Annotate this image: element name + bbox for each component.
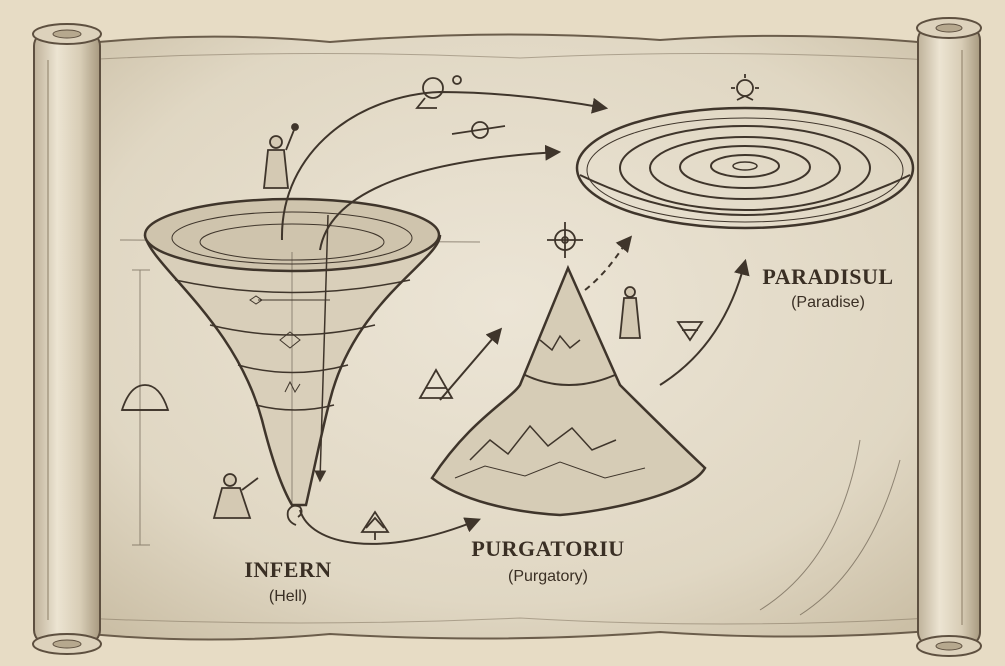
hell-subtitle: (Hell) bbox=[269, 588, 307, 605]
hell-title: INFERN bbox=[244, 557, 331, 582]
right-scroll-roll bbox=[917, 18, 981, 656]
purgatory-subtitle: (Purgatory) bbox=[508, 568, 588, 585]
left-scroll-roll bbox=[33, 24, 101, 654]
paradise-title: PARADISUL bbox=[762, 264, 893, 289]
purgatory-title: PURGATORIU bbox=[471, 536, 624, 561]
paradise-subtitle: (Paradise) bbox=[791, 294, 865, 311]
